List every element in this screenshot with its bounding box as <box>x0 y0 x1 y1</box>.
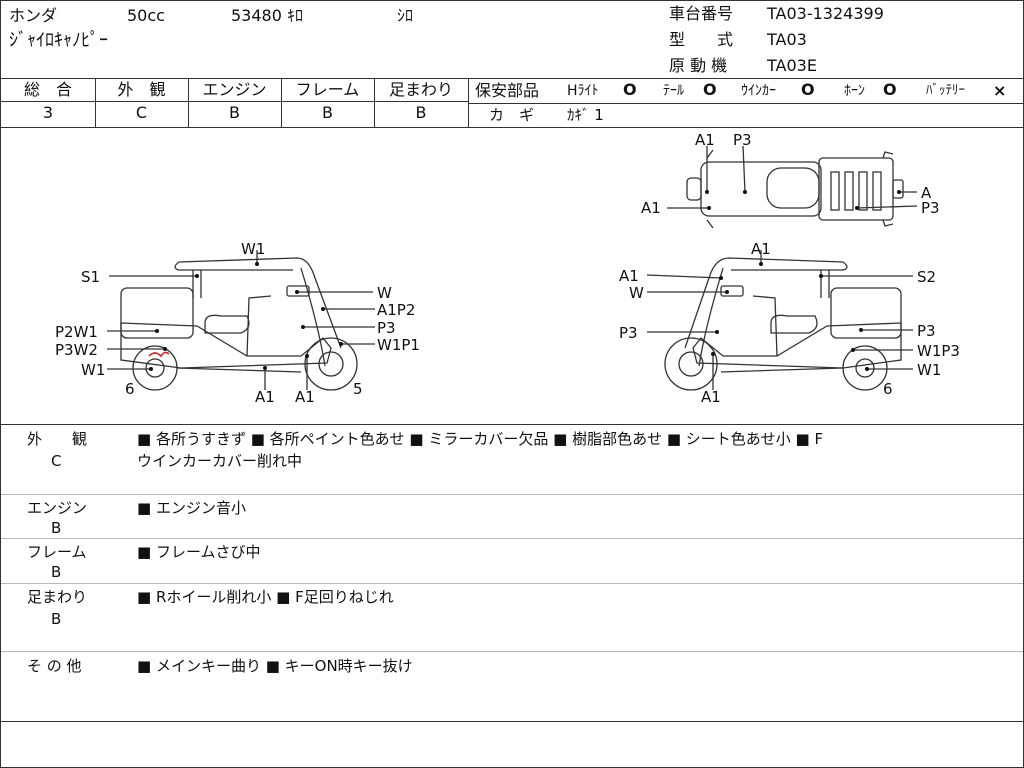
diagram-label: 6 <box>125 380 135 398</box>
grade-value-exterior: C <box>135 103 148 122</box>
safety-mark-headlight: O <box>623 80 637 99</box>
divider <box>281 78 282 127</box>
divider <box>1 721 1023 722</box>
note-grade: B <box>51 563 62 581</box>
diagram-label: A1 <box>619 267 639 285</box>
note-category: エンジン <box>27 499 88 517</box>
safety-mark-horn: O <box>883 80 897 99</box>
safety-mark-tail: O <box>703 80 717 99</box>
divider <box>1 651 1023 652</box>
key-value: ｶｷﾞ 1 <box>567 106 604 124</box>
grade-label-engine: エンジン <box>202 80 267 99</box>
divider <box>1 101 468 102</box>
diagram-label: A <box>921 184 932 202</box>
note-grade: B <box>51 519 62 537</box>
divider <box>1 538 1023 539</box>
safety-mark-battery: × <box>993 81 1007 100</box>
divider <box>1 424 1023 425</box>
frame-no-label: 車台番号 <box>669 4 734 23</box>
body-color: ｼﾛ <box>397 6 414 25</box>
grade-label-suspension: 足まわり <box>388 80 453 99</box>
divider <box>1 583 1023 584</box>
scooter-right-view <box>664 257 902 391</box>
diagram-label: A1P2 <box>377 301 415 319</box>
type-value: TA03 <box>767 30 807 49</box>
leader-lines <box>107 145 918 390</box>
divider <box>374 78 375 127</box>
note-text: ■ エンジン音小 <box>137 499 246 517</box>
diagram-label: W <box>629 284 644 302</box>
diagram-label: A1 <box>255 388 275 406</box>
grade-label-overall: 総 合 <box>23 80 72 99</box>
divider <box>188 78 189 127</box>
mileage: 53480 ｷﾛ <box>231 6 303 25</box>
note-text: ■ フレームさび中 <box>137 543 261 561</box>
grade-value-engine: B <box>229 103 240 122</box>
engine-value: TA03E <box>767 56 817 75</box>
diagram-label: W1 <box>917 361 941 379</box>
note-category: そ の 他 <box>27 657 82 675</box>
diagram-label: 5 <box>353 380 363 398</box>
note-text: ■ メインキー曲り ■ キーON時キー抜け <box>137 657 413 675</box>
divider <box>468 103 1023 104</box>
diagram-label: P3 <box>619 324 638 342</box>
grade-value-suspension: B <box>415 103 427 122</box>
note-text: ウインカーカバー削れ中 <box>137 452 303 470</box>
diagram-label: P3 <box>733 131 752 149</box>
safety-item-horn: ﾎｰﾝ <box>844 83 865 99</box>
note-text: ■ 各所うすきず ■ 各所ペイント色あせ ■ ミラーカバー欠品 ■ 樹脂部色あせ… <box>137 430 824 448</box>
diagram-label: P2W1 <box>55 323 98 341</box>
diagram-label: A1 <box>751 240 771 258</box>
scooter-damage-diagram: A1 P3 A1 A P3 W1 S1 W A1P2 P2W1 P3 P3W2 … <box>55 131 960 406</box>
grade-label-exterior: 外 観 <box>117 80 166 99</box>
diagram-label: W1P3 <box>917 342 960 360</box>
note-category: フレーム <box>27 543 87 561</box>
diagram-label: 6 <box>883 380 893 398</box>
diagram-label: P3 <box>377 319 396 337</box>
model-name: ｼﾞｬｲﾛｷｬﾉﾋﾟｰ <box>9 30 108 51</box>
key-label: カ ギ <box>489 106 535 124</box>
note-text: ■ Rホイール削れ小 ■ F足回りねじれ <box>137 588 394 606</box>
diagram-label: S2 <box>917 268 936 286</box>
note-category: 足まわり <box>27 588 88 606</box>
frame-no: TA03-1324399 <box>767 4 884 23</box>
diagram-label: A1 <box>295 388 315 406</box>
diagram-label: W <box>377 284 392 302</box>
diagram-label: P3 <box>917 322 936 340</box>
displacement: 50cc <box>127 6 165 25</box>
divider <box>95 78 96 127</box>
type-label: 型 式 <box>669 30 734 49</box>
divider <box>1 127 1023 128</box>
divider <box>1 78 1023 79</box>
maker: ホンダ <box>9 6 58 25</box>
safety-label: 保安部品 <box>475 81 540 100</box>
safety-item-tail: ﾃｰﾙ <box>663 83 684 99</box>
damage-mark <box>148 351 170 358</box>
grade-value-frame: B <box>322 103 333 122</box>
note-category: 外 観 <box>27 430 88 448</box>
divider <box>1 494 1023 495</box>
safety-item-battery: ﾊﾞｯﾃﾘｰ <box>926 83 965 98</box>
grade-label-frame: フレーム <box>295 80 360 99</box>
scooter-left-view <box>120 257 358 391</box>
diagram-label: A1 <box>701 388 721 406</box>
diagram-label: P3 <box>921 199 940 217</box>
grade-value-overall: 3 <box>42 103 54 122</box>
divider <box>468 78 469 127</box>
note-grade: C <box>51 452 62 470</box>
diagram-label: A1 <box>641 199 661 217</box>
safety-mark-winker: O <box>801 80 815 99</box>
diagram-label: P3W2 <box>55 341 98 359</box>
safety-item-winker: ｳｲﾝｶｰ <box>741 83 776 99</box>
diagram-label: W1P1 <box>377 336 420 354</box>
engine-label: 原 動 機 <box>669 56 728 75</box>
diagram-label: A1 <box>695 131 715 149</box>
safety-item-headlight: Hﾗｲﾄ <box>567 83 599 99</box>
diagram-label: W1 <box>81 361 105 379</box>
note-grade: B <box>51 610 62 628</box>
diagram-label: S1 <box>81 268 100 286</box>
diagram-label: W1 <box>241 240 265 258</box>
scooter-top-view <box>686 149 904 229</box>
